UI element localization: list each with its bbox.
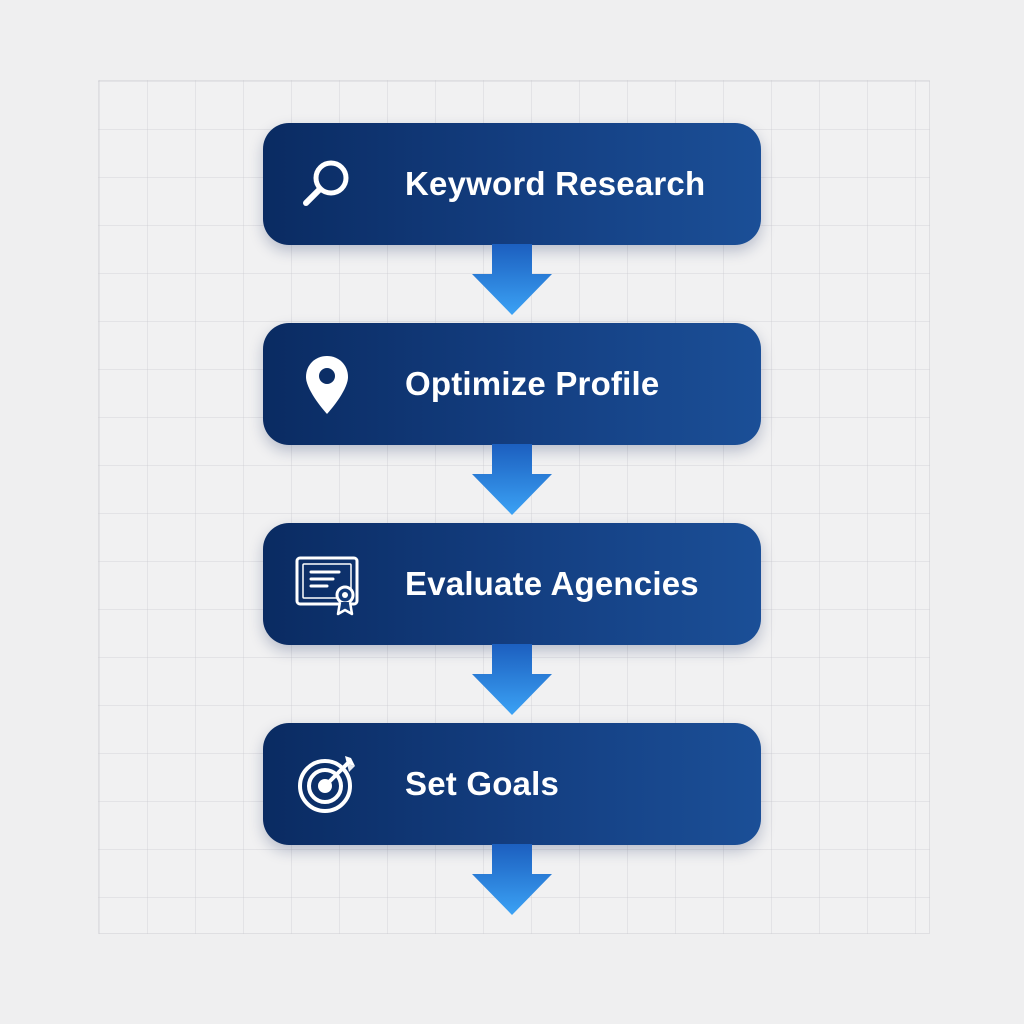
step-evaluate-agencies: Evaluate Agencies <box>263 523 761 645</box>
step-label: Set Goals <box>405 765 560 802</box>
target-icon <box>295 752 359 816</box>
step-optimize-profile: Optimize Profile <box>263 323 761 445</box>
flow-arrow-down <box>470 444 554 516</box>
flow-arrow-down <box>470 244 554 316</box>
step-label: Keyword Research <box>405 165 706 202</box>
step-label: Evaluate Agencies <box>405 565 699 602</box>
step-keyword-research: Keyword Research <box>263 123 761 245</box>
certificate-icon <box>295 552 359 616</box>
step-label: Optimize Profile <box>405 365 660 402</box>
location-pin-icon <box>295 352 359 416</box>
flow-arrow-down <box>470 844 554 916</box>
step-set-goals: Set Goals <box>263 723 761 845</box>
flow-arrow-down <box>470 644 554 716</box>
search-icon <box>295 152 359 216</box>
